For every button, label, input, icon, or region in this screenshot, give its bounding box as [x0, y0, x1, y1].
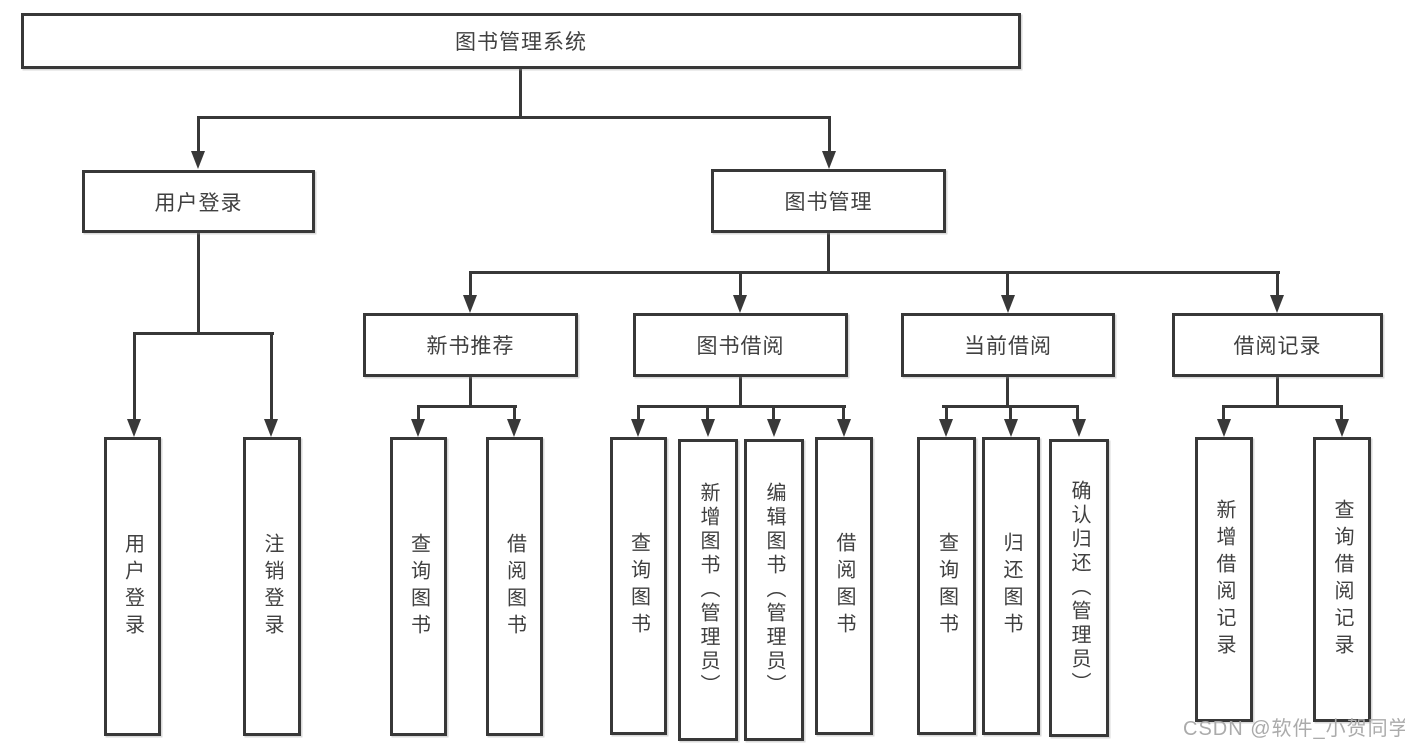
edge-new-book-stem [469, 377, 472, 407]
arrowhead-bb-add [701, 419, 715, 437]
edge-drop-login-leaf [133, 332, 136, 420]
edge-book-borrow-splitter [637, 405, 846, 408]
edge-level1-splitter [197, 116, 831, 119]
leaf-cb-return-books: 归还图书 [982, 437, 1040, 735]
leaf-br-add-record: 新增借阅记录 [1195, 437, 1253, 722]
leaf-bb-borrow-books: 借阅图书 [815, 437, 873, 735]
arrowhead-new-book [463, 295, 477, 313]
arrowhead-cb-confirm [1072, 419, 1086, 437]
leaf-user-login: 用户登录 [104, 437, 161, 736]
arrowhead-nb-query [411, 419, 425, 437]
edge-drop-current-borrow [1006, 271, 1009, 297]
csdn-watermark: CSDN @软件_小贺同学 [1183, 718, 1405, 740]
arrowhead-br-query [1335, 419, 1349, 437]
edge-user-login-stem [197, 233, 200, 334]
edge-new-book-splitter [417, 405, 517, 408]
edge-drop-bb-borrow [842, 405, 845, 421]
arrowhead-borrow-records [1270, 295, 1284, 313]
leaf-cb-query-books: 查询图书 [917, 437, 976, 735]
leaf-cb-confirm-return-admin: 确认归还（管理员） [1049, 439, 1109, 737]
arrowhead-login-leaf [127, 419, 141, 437]
arrowhead-book-borrow [733, 295, 747, 313]
node-borrow-records: 借阅记录 [1172, 313, 1383, 377]
arrowhead-logout-leaf [264, 419, 278, 437]
node-book-mgmt: 图书管理 [711, 169, 946, 233]
arrowhead-br-add [1217, 419, 1231, 437]
node-current-borrow: 当前借阅 [901, 313, 1115, 377]
arrowhead-book-mgmt [822, 151, 836, 169]
edge-drop-cb-return [1009, 405, 1012, 421]
edge-drop-nb-query [417, 405, 420, 421]
arrowhead-cb-query [939, 419, 953, 437]
node-new-book-rec: 新书推荐 [363, 313, 578, 377]
arrowhead-bb-edit [767, 419, 781, 437]
edge-drop-book-mgmt [828, 116, 831, 153]
edge-drop-bb-edit [772, 405, 775, 421]
arrowhead-current-borrow [1001, 295, 1015, 313]
arrowhead-bb-query [631, 419, 645, 437]
node-library-system: 图书管理系统 [21, 13, 1021, 69]
edge-book-mgmt-stem [827, 233, 830, 273]
node-book-borrow: 图书借阅 [633, 313, 848, 377]
edge-user-login-splitter [133, 332, 274, 335]
leaf-logout: 注销登录 [243, 437, 301, 736]
edge-borrow-records-stem [1276, 377, 1279, 407]
leaf-nb-borrow-books: 借阅图书 [486, 437, 543, 736]
leaf-bb-edit-books-admin: 编辑图书（管理员） [744, 439, 804, 741]
edge-drop-cb-confirm [1076, 405, 1079, 421]
node-user-login: 用户登录 [82, 170, 315, 233]
edge-root-stem [519, 69, 522, 119]
edge-drop-logout-leaf [270, 332, 273, 420]
arrowhead-bb-borrow [837, 419, 851, 437]
edge-drop-book-borrow [739, 271, 742, 297]
arrowhead-nb-borrow [507, 419, 521, 437]
edge-drop-user-login [197, 116, 200, 153]
leaf-bb-add-books-admin: 新增图书（管理员） [678, 439, 738, 741]
arrowhead-user-login [191, 151, 205, 169]
edge-drop-br-query [1340, 405, 1343, 421]
edge-level3-splitter [469, 271, 1280, 274]
edge-book-borrow-stem [739, 377, 742, 407]
edge-drop-nb-borrow [513, 405, 516, 421]
leaf-br-query-record: 查询借阅记录 [1313, 437, 1371, 722]
edge-drop-bb-add [706, 405, 709, 421]
edge-drop-bb-query [637, 405, 640, 421]
leaf-bb-query-books: 查询图书 [610, 437, 667, 735]
edge-drop-borrow-records [1276, 271, 1279, 297]
leaf-nb-query-books: 查询图书 [390, 437, 447, 736]
edge-drop-new-book [469, 271, 472, 297]
edge-drop-br-add [1222, 405, 1225, 421]
edge-drop-cb-query [945, 405, 948, 421]
edge-current-borrow-stem [1006, 377, 1009, 407]
arrowhead-cb-return [1004, 419, 1018, 437]
edge-borrow-records-splitter [1222, 405, 1343, 408]
